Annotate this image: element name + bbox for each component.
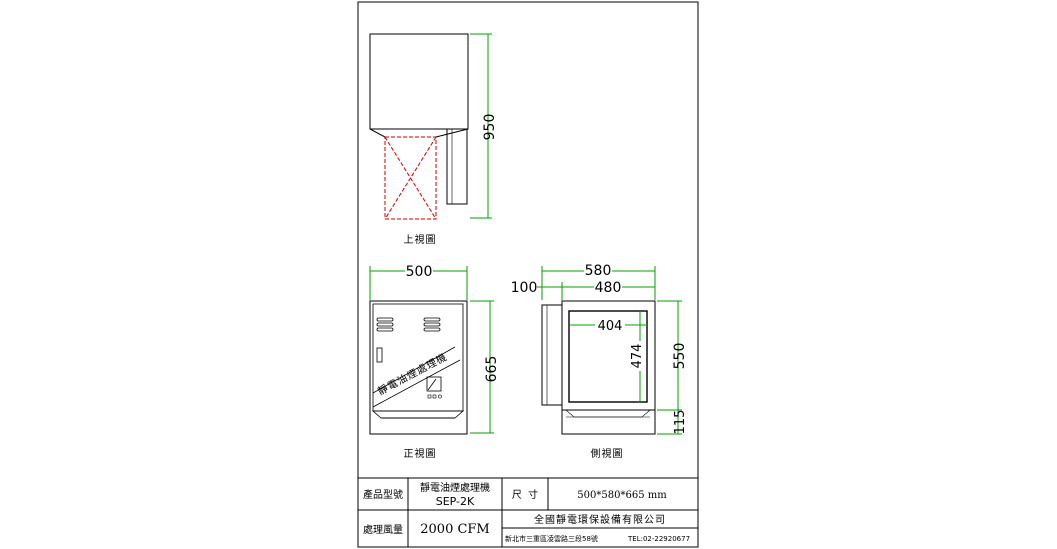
side-view-dim-front: 100 (511, 280, 538, 296)
side-view-dim-inner-height: 474 (630, 344, 645, 369)
size-value: 500*580*665 mm (577, 490, 667, 501)
side-view-inner-panel (568, 310, 648, 403)
side-view-dim-total-bg (584, 263, 612, 277)
side-view-dim-inner-width: 404 (598, 319, 623, 334)
top-view-side-panel (446, 128, 468, 205)
title-block: 產品型號 靜電油煙處理機 SEP-2K 尺 寸 500*580*665 mm 處… (358, 477, 698, 547)
sheet-border (357, 1, 699, 548)
front-view-band-top (372, 346, 456, 394)
side-view: 580 100 480 404 474 550 115 側視圖 (511, 263, 688, 460)
side-view-dim-total: 580 (585, 263, 612, 279)
airflow-value: 2000 CFM (420, 522, 490, 537)
model-label: 產品型號 (363, 488, 403, 501)
front-view-control-box-line (427, 378, 437, 391)
front-view: 500 靜電油煙處理機 (369, 264, 500, 460)
side-view-dim-body-height: 550 (672, 343, 688, 370)
front-view-caption: 正視圖 (404, 447, 437, 460)
airflow-label: 處理風量 (363, 523, 403, 536)
top-view-dim-depth: 950 (482, 114, 498, 141)
side-view-dim-body-bg (594, 280, 622, 294)
top-view-body (369, 33, 469, 130)
side-view-caption: 側視圖 (591, 447, 624, 460)
model-number: SEP-2K (436, 495, 475, 508)
side-view-front-hood (541, 304, 563, 406)
front-view-control-box (426, 376, 442, 392)
side-view-dim-body: 480 (595, 280, 622, 296)
top-view-caption: 上視圖 (404, 233, 437, 246)
company-tel: TEL:02-22920677 (627, 535, 690, 543)
front-view-dim-width-bg (405, 264, 433, 278)
top-view-hood-left (369, 128, 386, 138)
front-view-cabinet (369, 300, 468, 435)
side-view-dim-base: 115 (673, 410, 688, 435)
front-view-vent-left (376, 317, 394, 332)
top-view-open-door (384, 136, 437, 220)
front-view-panel-label: 靜電油煙處理機 (375, 350, 449, 398)
front-view-dim-height: 665 (484, 356, 500, 383)
front-view-handle (376, 347, 383, 363)
front-view-base (371, 410, 465, 419)
front-view-vent-right (423, 317, 441, 332)
front-view-band-bottom (372, 359, 461, 408)
product-name: 靜電油煙處理機 (420, 481, 490, 494)
company-address: 新北市三重區凌雲路三段58號 (505, 534, 598, 543)
size-label: 尺 寸 (512, 488, 538, 501)
top-view: 950 上視圖 (369, 33, 498, 246)
side-view-base-tray (565, 409, 651, 418)
front-view-dim-width: 500 (406, 264, 433, 280)
side-view-base (561, 409, 656, 435)
side-view-dim-inner-height-bg (630, 341, 644, 371)
company-name: 全國靜電環保設備有限公司 (534, 513, 666, 526)
top-view-door-cross-b (384, 136, 437, 220)
front-view-knobs (427, 394, 442, 399)
side-view-dim-inner-width-bg (595, 318, 625, 332)
